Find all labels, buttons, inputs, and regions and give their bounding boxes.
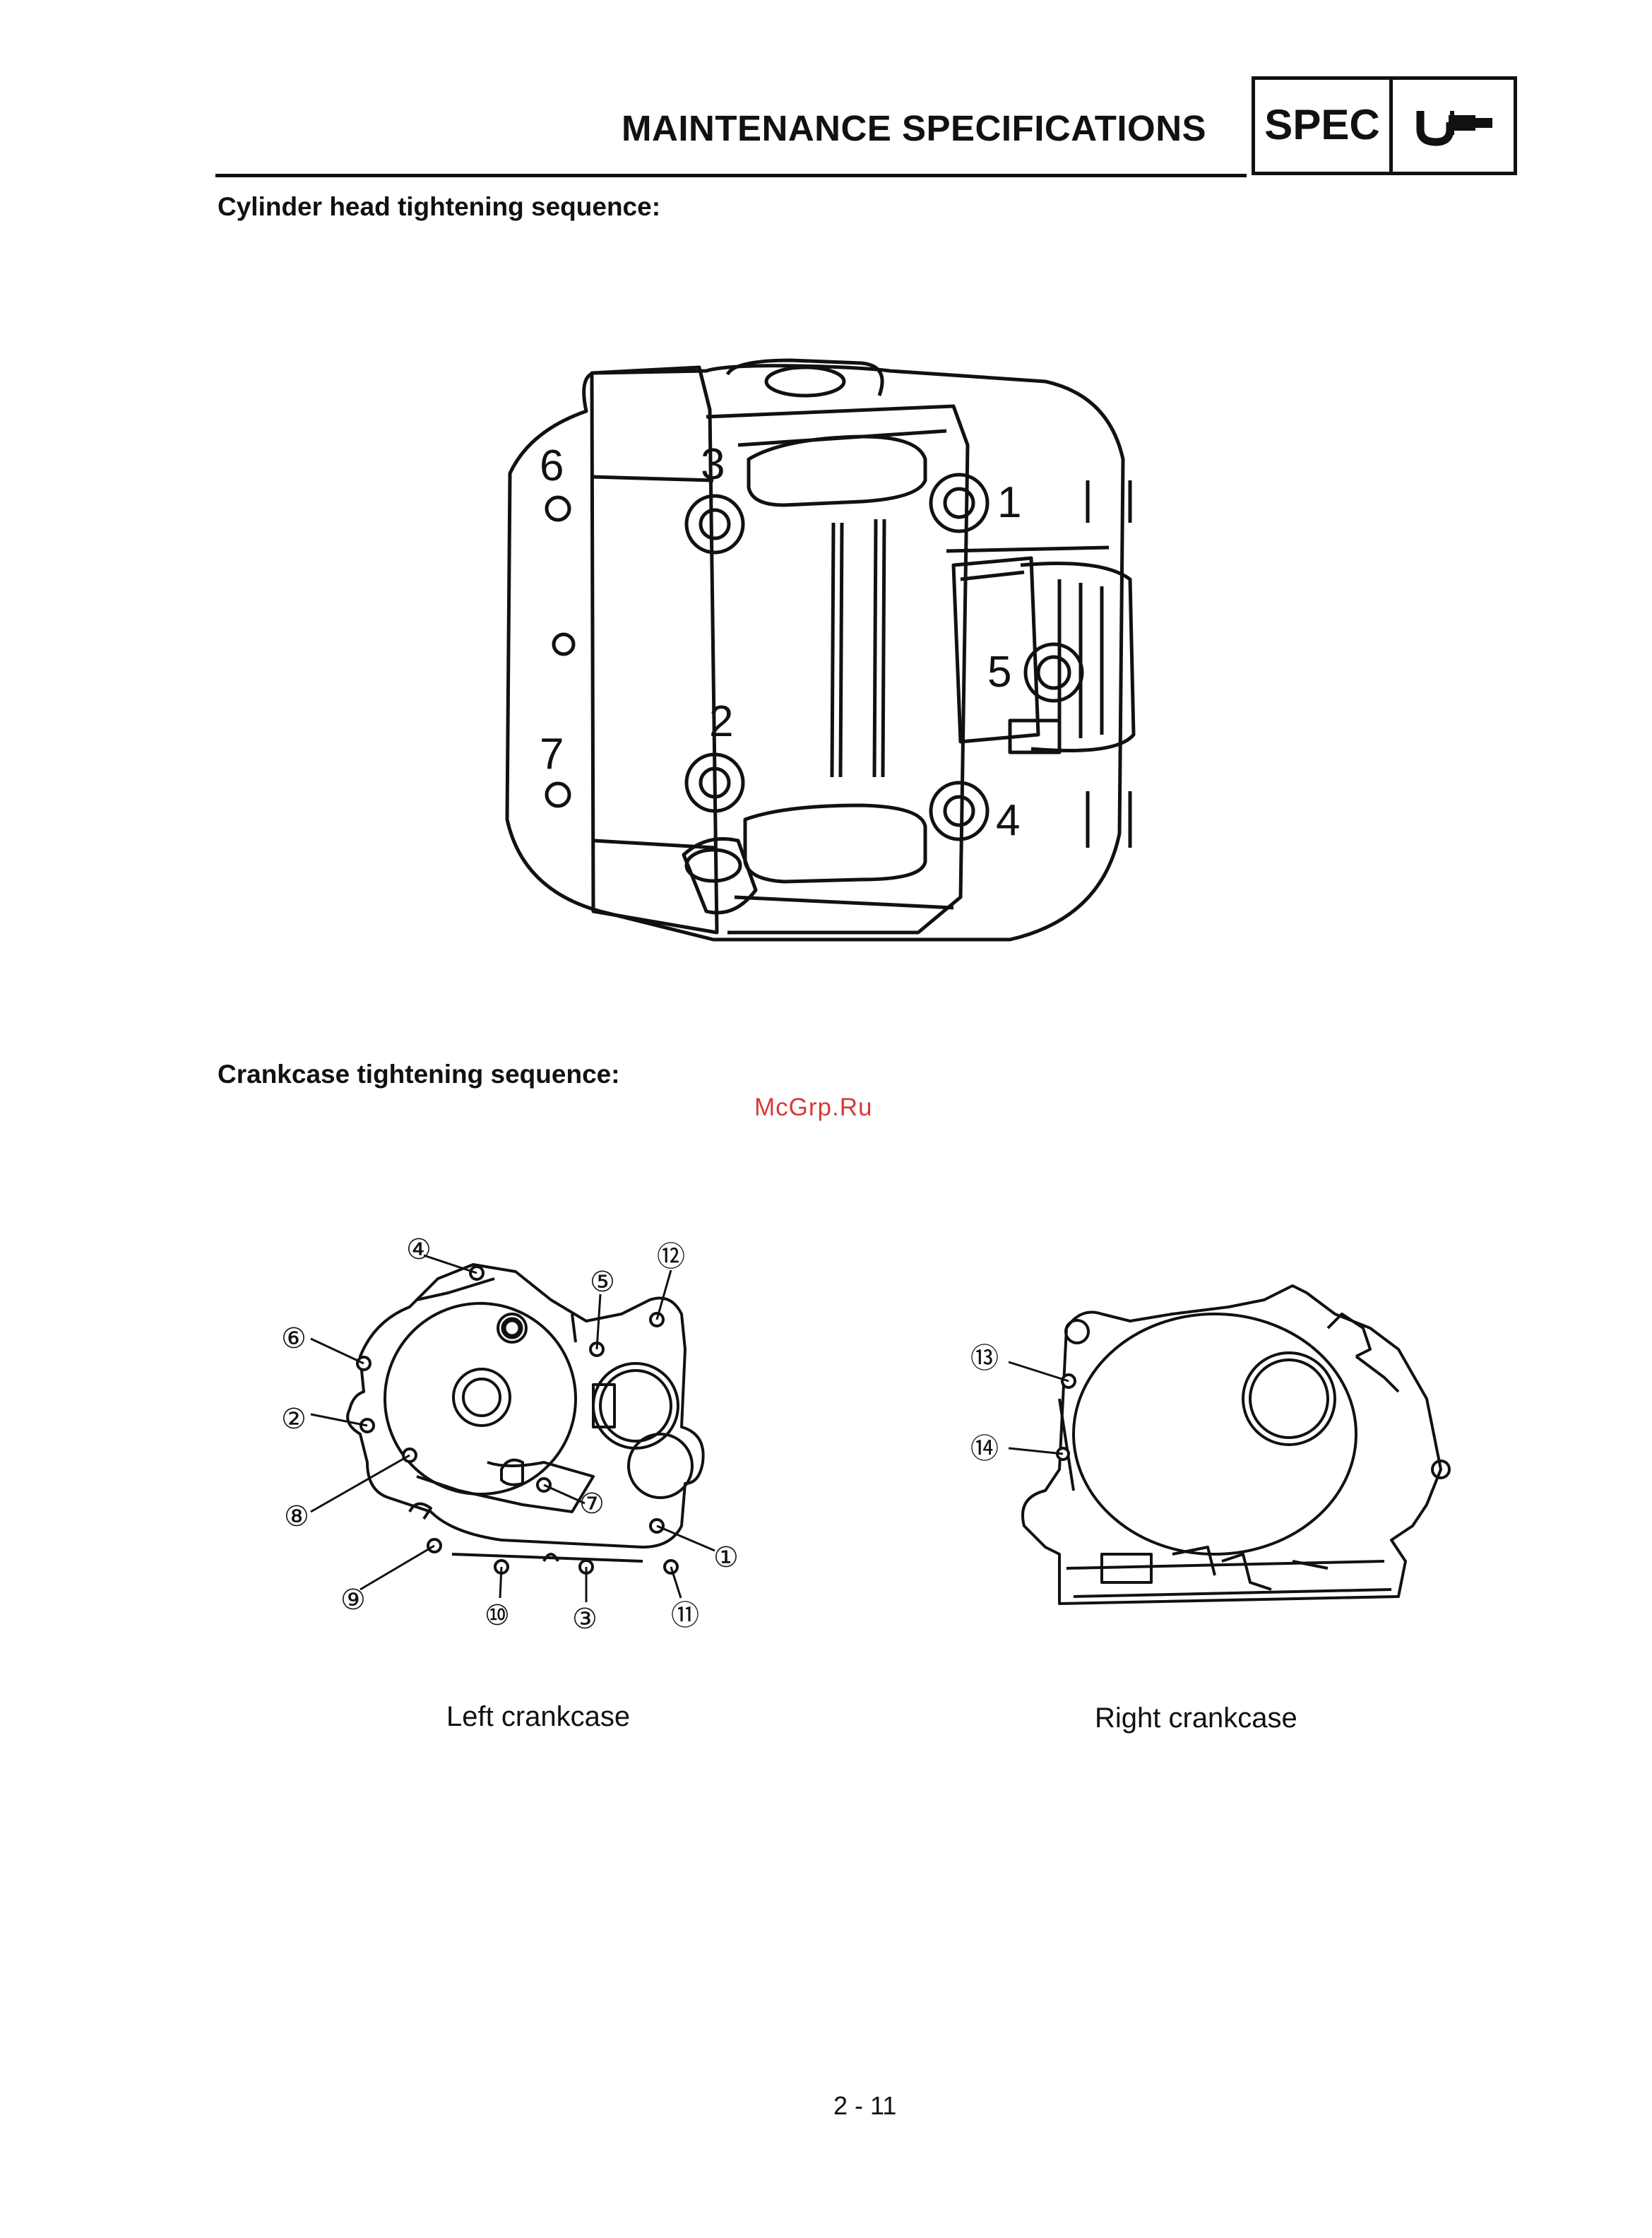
bolt-label-7: 7	[540, 730, 564, 778]
left-bolt-label-3: ③	[572, 1604, 598, 1635]
left-crankcase-caption: Left crankcase	[446, 1701, 630, 1733]
cylinder-head-heading: Cylinder head tightening sequence:	[218, 192, 660, 222]
left-bolt-label-6: ⑥	[281, 1323, 307, 1354]
bolt-label-4: 4	[996, 796, 1020, 845]
left-bolt-label-9: ⑨	[340, 1585, 366, 1616]
page-title: MAINTENANCE SPECIFICATIONS	[622, 107, 1229, 149]
right-crankcase-caption: Right crankcase	[1095, 1703, 1297, 1734]
bolt-label-5: 5	[987, 648, 1011, 697]
left-bolt-label-8: ⑧	[284, 1501, 309, 1532]
bolt-label-1: 1	[997, 478, 1021, 527]
bolt-label-3: 3	[701, 440, 725, 489]
page-number: 2 - 11	[833, 2091, 896, 2121]
bolt-label-6: 6	[540, 442, 564, 490]
spec-badge-label: SPEC	[1255, 80, 1393, 172]
left-bolt-label-4: ④	[406, 1234, 432, 1265]
right-crankcase-diagram: ⑬ ⑭	[961, 1257, 1511, 1653]
bolt-label-2: 2	[709, 697, 733, 746]
left-bolt-label-5: ⑤	[590, 1267, 615, 1298]
right-bolt-label-13: ⑬	[970, 1343, 999, 1374]
left-bolt-label-7: ⑦	[579, 1488, 605, 1520]
left-bolt-label-12: ⑫	[657, 1241, 685, 1272]
cylinder-head-diagram: 1 2 3 4 5 6 7	[494, 353, 1201, 961]
watermark: McGrp.Ru	[754, 1094, 872, 1122]
micrometer-icon	[1393, 80, 1514, 172]
right-bolt-label-14: ⑭	[970, 1433, 999, 1464]
left-crankcase-diagram: ① ② ③ ④ ⑤ ⑥ ⑦ ⑧ ⑨ ⑩ ⑪ ⑫	[275, 1229, 840, 1653]
left-bolt-label-2: ②	[281, 1404, 307, 1435]
left-bolt-label-10: ⑩	[485, 1600, 510, 1631]
left-bolt-label-11: ⑪	[671, 1600, 699, 1631]
header-rule	[215, 174, 1247, 177]
left-bolt-label-1: ①	[713, 1542, 739, 1573]
spec-badge: SPEC	[1252, 76, 1517, 175]
crankcase-heading: Crankcase tightening sequence:	[218, 1060, 620, 1089]
